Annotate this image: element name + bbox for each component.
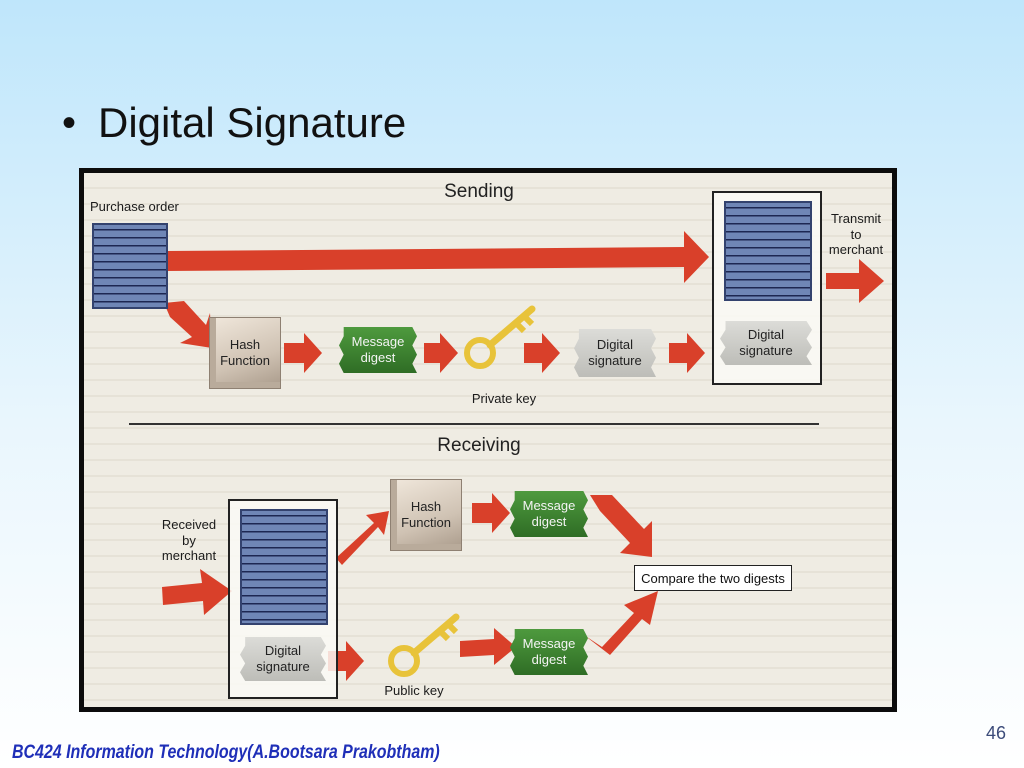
digest-top-to-compare-arrow — [590, 495, 652, 557]
transmit-label: Transmit to merchant — [828, 211, 884, 258]
page-number: 46 — [986, 723, 1007, 743]
private-key-icon — [464, 305, 536, 369]
slide-title-row: • Digital Signature — [62, 102, 406, 144]
slide-title: Digital Signature — [98, 99, 407, 146]
receiving-heading: Receiving — [437, 435, 521, 456]
digest-bottom-to-compare-arrow — [584, 591, 658, 655]
doc-to-hash-arrow — [164, 301, 212, 348]
public-key-label: Public key — [384, 683, 444, 698]
bullet-icon: • — [62, 101, 77, 145]
private-key-label: Private key — [471, 391, 537, 406]
transmit-arrow — [826, 259, 884, 303]
recv-hash-to-digest-arrow — [472, 493, 510, 533]
sending-heading: Sending — [444, 181, 514, 202]
hash-to-digest-arrow — [284, 333, 322, 373]
diagram-arrows — [162, 231, 884, 681]
long-arrow — [166, 231, 709, 283]
packet-document — [724, 201, 812, 301]
key-to-sig-arrow — [524, 333, 560, 373]
recv-key-to-digest-arrow — [460, 628, 516, 665]
recv-doc-to-hash-arrow — [336, 511, 389, 565]
purchase-order-label: Purchase order — [90, 199, 179, 214]
received-label: Received by merchant — [161, 517, 217, 564]
slide-footer: BC424 Information Technology(A.Bootsara … — [12, 742, 440, 763]
public-key-icon — [388, 613, 460, 677]
section-divider — [129, 423, 819, 425]
received-document — [240, 509, 328, 625]
compare-digests-box: Compare the two digests — [634, 565, 792, 591]
digest-to-key-arrow — [424, 333, 458, 373]
purchase-order-document — [92, 223, 168, 309]
received-to-doc-arrow — [162, 569, 232, 615]
sig-to-packet-arrow — [669, 333, 705, 373]
